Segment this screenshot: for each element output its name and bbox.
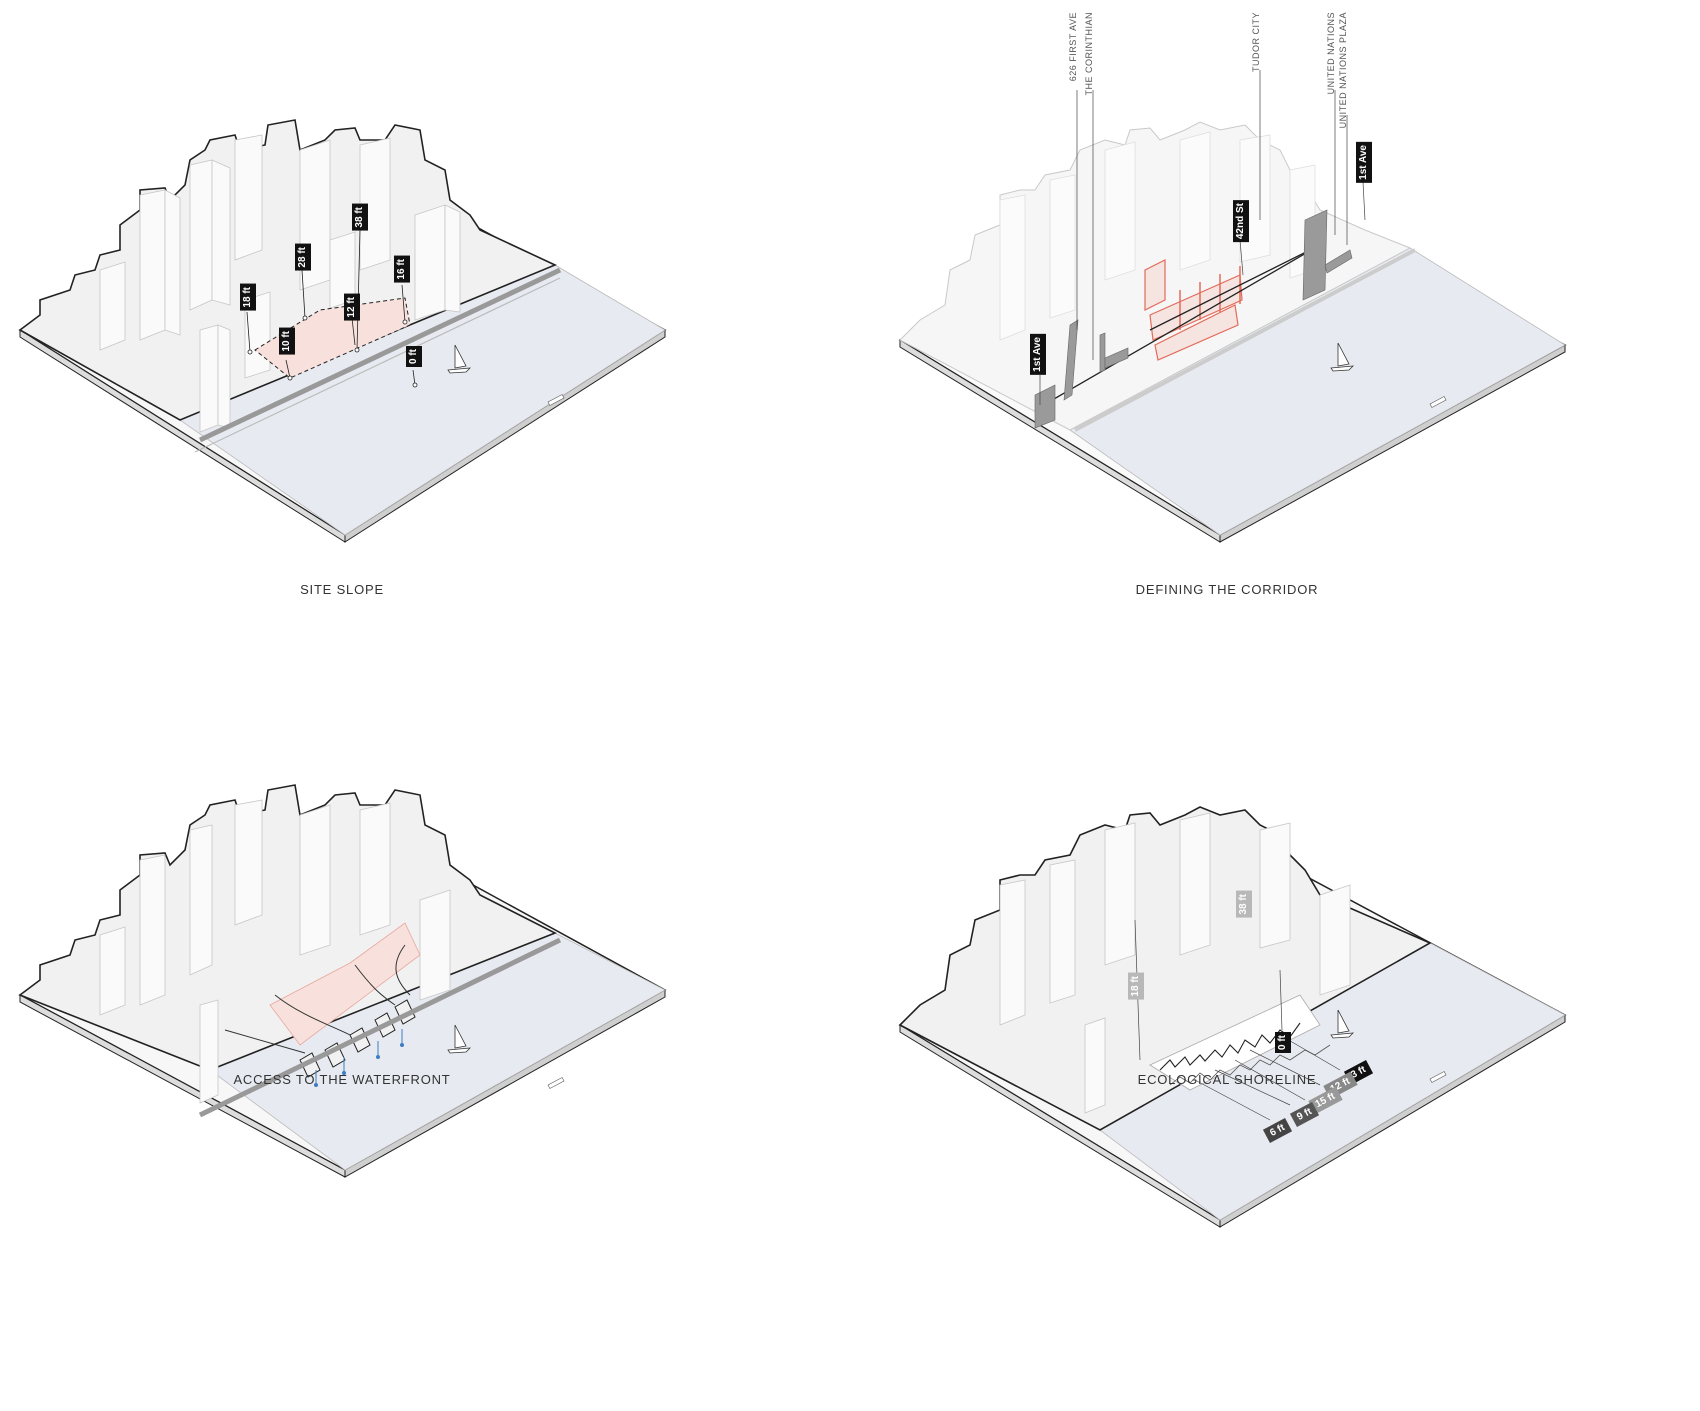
- shoreline-road: [198, 267, 562, 443]
- elevation-tag: 0 ft: [1275, 1032, 1291, 1053]
- panel-caption: ECOLOGICAL SHORELINE: [1137, 1072, 1317, 1087]
- access-paths: [224, 944, 411, 1054]
- panel-defining-corridor: 626 FIRST AVE THE CORINTHIAN TUDOR CITY …: [850, 0, 1700, 705]
- building-label: TUDOR CITY: [1251, 12, 1261, 72]
- building-label: 626 FIRST AVE: [1068, 12, 1078, 82]
- skyline-outline: [898, 806, 1432, 1131]
- elevation-tag: 18 ft: [240, 284, 256, 311]
- shoreline-diagram: [898, 806, 1567, 1228]
- sailboat-icon: [1330, 1009, 1355, 1039]
- boat-icon: [1429, 1071, 1447, 1083]
- boat-icon: [547, 394, 565, 406]
- elevation-tag: 10 ft: [279, 328, 295, 355]
- panel-caption: SITE SLOPE: [300, 582, 384, 597]
- shoreline-profile: [1159, 1022, 1301, 1071]
- elevation-tag: 12 ft: [344, 294, 360, 321]
- slope-leaders: [246, 229, 416, 386]
- street-tag: 1st Ave: [1030, 334, 1046, 375]
- elevation-tag: 38 ft: [1236, 891, 1252, 918]
- elevation-tag: 38 ft: [352, 204, 368, 231]
- elevation-tag: 0 ft: [406, 346, 422, 367]
- street-corridor-line: [1034, 244, 1321, 411]
- boat-icon: [547, 1077, 565, 1089]
- street-tag: 42nd St: [1233, 200, 1249, 243]
- building-blocks: [99, 134, 461, 433]
- building-label: UNITED NATIONS: [1326, 12, 1336, 95]
- sailboat-icon: [447, 344, 472, 374]
- water-access-points: [315, 1029, 403, 1083]
- panel-access-waterfront: ACCESS TO THE WATERFRONT: [0, 705, 850, 1410]
- elevation-tag: 28 ft: [295, 244, 311, 271]
- site-slope-diagram: [18, 119, 667, 543]
- panel-caption: DEFINING THE CORRIDOR: [1135, 582, 1319, 597]
- building-label: THE CORINTHIAN: [1084, 12, 1094, 96]
- sailboat-icon: [447, 1024, 472, 1054]
- panel-site-slope: 10 ft 18 ft 28 ft 38 ft 12 ft 16 ft 0 ft…: [0, 0, 850, 705]
- terraced-shoreline: [1149, 994, 1321, 1091]
- sailboat-icon: [1330, 342, 1355, 372]
- boat-icon: [1429, 396, 1447, 408]
- panel-caption: ACCESS TO THE WATERFRONT: [233, 1072, 451, 1087]
- access-zone: [269, 922, 421, 1046]
- building-label: UNITED NATIONS PLAZA: [1338, 12, 1348, 129]
- panel-ecological-shoreline: 18 ft 38 ft 0 ft 3 ft 12 ft 15 ft 9 ft 6…: [850, 705, 1700, 1410]
- street-tag: 1st Ave: [1356, 142, 1372, 183]
- elevation-tag: 18 ft: [1128, 973, 1144, 1000]
- site-area: [254, 297, 411, 379]
- landmark-markers: [1034, 209, 1353, 429]
- waterfront-diagram: [18, 784, 667, 1178]
- elevation-tag: 16 ft: [394, 256, 410, 283]
- corridor-diagram: [898, 70, 1567, 543]
- label-leaders: [1039, 70, 1366, 405]
